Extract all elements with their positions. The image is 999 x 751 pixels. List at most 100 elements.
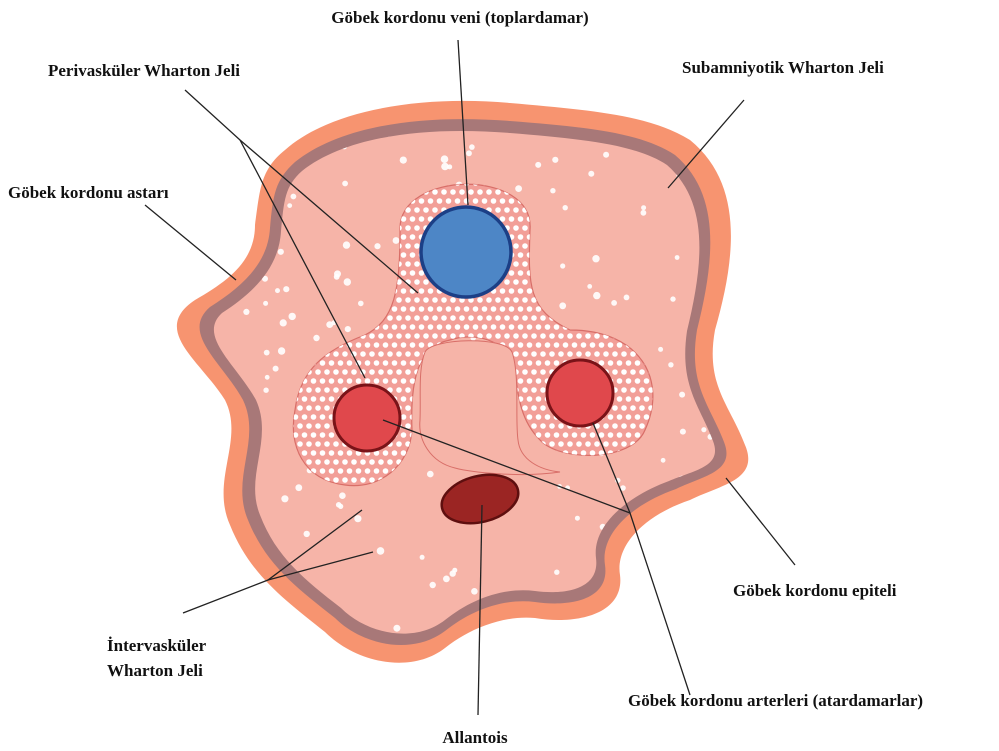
perivascular-dot xyxy=(585,351,591,357)
perivascular-dot xyxy=(311,414,317,420)
jelly-dot xyxy=(709,532,716,539)
perivascular-dot xyxy=(405,297,411,303)
perivascular-dot xyxy=(414,243,420,249)
jelly-dot xyxy=(280,319,287,326)
perivascular-dot xyxy=(545,324,551,330)
perivascular-dot xyxy=(455,306,461,312)
perivascular-dot xyxy=(554,342,560,348)
jelly-dot xyxy=(680,429,686,435)
jelly-dot xyxy=(515,185,522,192)
perivascular-dot xyxy=(639,369,645,375)
umbilical-vein xyxy=(421,207,511,297)
perivascular-dot xyxy=(401,234,407,240)
perivascular-dot xyxy=(590,342,596,348)
perivascular-dot xyxy=(333,441,339,447)
perivascular-dot xyxy=(410,270,416,276)
perivascular-dot xyxy=(320,450,326,456)
perivascular-dot xyxy=(329,360,335,366)
perivascular-dot xyxy=(495,207,501,213)
jelly-dot xyxy=(560,263,565,268)
perivascular-dot xyxy=(513,279,519,285)
perivascular-dot xyxy=(527,306,533,312)
perivascular-dot xyxy=(558,441,564,447)
perivascular-dot xyxy=(644,396,650,402)
jelly-dot xyxy=(344,278,351,285)
jelly-dot xyxy=(452,568,457,573)
jelly-dot xyxy=(563,205,568,210)
perivascular-dot xyxy=(509,198,515,204)
perivascular-dot xyxy=(522,405,528,411)
perivascular-dot xyxy=(617,396,623,402)
perivascular-dot xyxy=(617,378,623,384)
perivascular-dot xyxy=(324,405,330,411)
perivascular-dot xyxy=(329,450,335,456)
perivascular-dot xyxy=(297,441,303,447)
perivascular-dot xyxy=(383,468,389,474)
perivascular-dot xyxy=(572,342,578,348)
perivascular-dot xyxy=(414,297,420,303)
perivascular-dot xyxy=(410,324,416,330)
perivascular-dot xyxy=(324,459,330,465)
perivascular-dot xyxy=(401,378,407,384)
leader-lining xyxy=(145,205,236,280)
perivascular-dot xyxy=(432,315,438,321)
jelly-dot xyxy=(611,300,617,306)
perivascular-dot xyxy=(491,324,497,330)
perivascular-dot xyxy=(491,198,497,204)
perivascular-dot xyxy=(455,198,461,204)
jelly-dot xyxy=(724,558,731,565)
perivascular-dot xyxy=(396,369,402,375)
perivascular-dot xyxy=(396,297,402,303)
perivascular-dot xyxy=(360,459,366,465)
perivascular-dot xyxy=(432,297,438,303)
umbilical-artery-left xyxy=(334,385,400,451)
perivascular-dot xyxy=(527,378,533,384)
perivascular-dot xyxy=(608,432,614,438)
perivascular-dot xyxy=(315,423,321,429)
perivascular-dot xyxy=(644,378,650,384)
jelly-dot xyxy=(226,526,232,532)
perivascular-dot xyxy=(626,378,632,384)
perivascular-dot xyxy=(315,387,321,393)
perivascular-dot xyxy=(414,261,420,267)
perivascular-dot xyxy=(333,459,339,465)
jelly-dot xyxy=(469,144,475,150)
jelly-dot xyxy=(441,155,449,163)
perivascular-dot xyxy=(311,378,317,384)
perivascular-dot xyxy=(639,405,645,411)
jelly-dot xyxy=(400,157,407,164)
perivascular-dot xyxy=(509,288,515,294)
perivascular-dot xyxy=(405,423,411,429)
perivascular-dot xyxy=(522,333,528,339)
perivascular-dot xyxy=(369,459,375,465)
perivascular-dot xyxy=(477,315,483,321)
jelly-dot xyxy=(304,531,310,537)
jelly-dot xyxy=(430,582,436,588)
perivascular-dot xyxy=(468,189,474,195)
perivascular-dot xyxy=(306,387,312,393)
jelly-dot xyxy=(668,362,673,367)
perivascular-dot xyxy=(360,351,366,357)
perivascular-dot xyxy=(531,351,537,357)
perivascular-dot xyxy=(644,414,650,420)
perivascular-dot xyxy=(599,432,605,438)
perivascular-dot xyxy=(482,198,488,204)
perivascular-dot xyxy=(383,324,389,330)
perivascular-dot xyxy=(612,423,618,429)
perivascular-dot xyxy=(419,288,425,294)
jelly-dot xyxy=(345,326,351,332)
perivascular-dot xyxy=(315,459,321,465)
perivascular-dot xyxy=(306,423,312,429)
perivascular-dot xyxy=(495,315,501,321)
perivascular-dot xyxy=(491,306,497,312)
label-intervascular-line2: Wharton Jeli xyxy=(107,660,203,682)
perivascular-dot xyxy=(347,468,353,474)
jelly-dot xyxy=(358,301,364,307)
perivascular-dot xyxy=(486,315,492,321)
perivascular-dot xyxy=(428,324,434,330)
perivascular-dot xyxy=(329,396,335,402)
perivascular-dot xyxy=(504,315,510,321)
perivascular-dot xyxy=(374,468,380,474)
perivascular-dot xyxy=(450,333,456,339)
perivascular-dot xyxy=(320,378,326,384)
